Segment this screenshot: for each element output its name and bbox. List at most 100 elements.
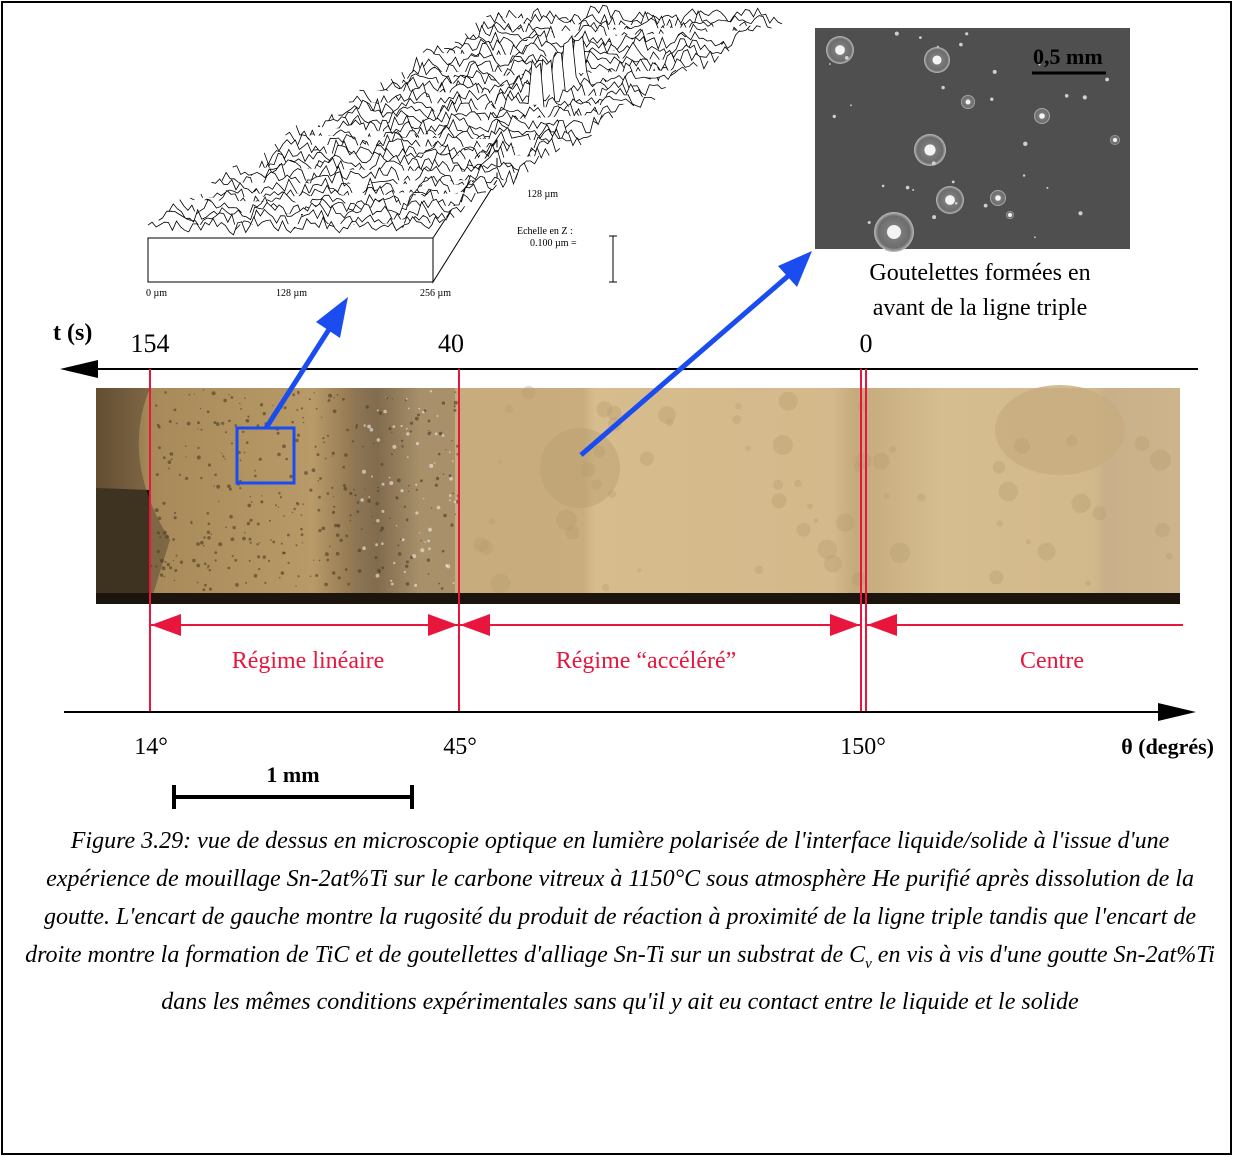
micrograph-speckle: [159, 573, 164, 577]
micrograph-speckle: [234, 558, 238, 562]
micrograph-spot: [565, 525, 580, 540]
micrograph-speckle: [337, 576, 341, 580]
micrograph-speckle: [409, 430, 412, 433]
micrograph-speckle: [267, 559, 271, 563]
micrograph-speckle: [239, 459, 242, 462]
micrograph-speckle: [324, 457, 327, 460]
micrograph-speckle: [173, 511, 177, 515]
micrograph-spot: [489, 518, 495, 525]
micrograph-speckle: [331, 571, 336, 575]
micrograph-speckle: [395, 496, 398, 498]
micrograph-speckle: [228, 419, 231, 423]
micrograph-speckle: [357, 569, 362, 573]
sem-particle: [931, 161, 936, 166]
micrograph-speckle: [207, 564, 210, 568]
micrograph-speckle: [295, 544, 298, 547]
micrograph-spot: [772, 435, 793, 455]
micrograph-speckle: [400, 424, 403, 428]
micrograph-speckle: [420, 539, 423, 542]
profile-trace-line: [253, 151, 540, 173]
micrograph-speckle: [300, 527, 303, 531]
micrograph-speckle: [261, 495, 263, 497]
micrograph-speckle: [399, 538, 402, 540]
micrograph-speckle: [185, 456, 187, 458]
micrograph-left-shadow: [96, 388, 170, 604]
micrograph-speckle: [208, 569, 211, 572]
micrograph-speckle: [221, 421, 225, 425]
micrograph-speckle: [336, 533, 340, 537]
micrograph-speckle: [423, 497, 425, 500]
micrograph-speckle: [332, 495, 335, 498]
micrograph-speckle: [301, 542, 303, 544]
micrograph-spot: [883, 493, 890, 500]
micrograph-speckle: [178, 473, 181, 476]
regime-linear-arrow-left: [151, 614, 181, 636]
micrograph-speckle: [155, 565, 158, 568]
micrograph-speckle: [280, 571, 285, 575]
micrograph-speckle: [450, 523, 454, 527]
micrograph-speckle: [272, 540, 276, 544]
micrograph-speckle: [170, 458, 173, 461]
micrograph-speckle: [257, 555, 261, 559]
micrograph-speckle: [277, 506, 280, 508]
micrograph-speckle: [426, 558, 431, 562]
micrograph-speckle: [240, 408, 243, 410]
surface-profile-inset: 0 µm 128 µm 256 µm 128 µm Echelle en Z :…: [146, 4, 783, 299]
micrograph-right-blob: [995, 385, 1125, 475]
micrograph-speckle: [326, 434, 330, 437]
micrograph-speckle: [380, 462, 384, 466]
micrograph-speckle: [415, 488, 418, 491]
micrograph-speckle: [362, 469, 366, 474]
micrograph-speckle: [392, 444, 397, 449]
micrograph-speckle: [172, 538, 176, 541]
micrograph-speckle: [268, 519, 271, 522]
sem-particle: [905, 185, 910, 190]
micrograph-speckle: [228, 487, 232, 491]
micrograph-speckle: [436, 505, 441, 510]
micrograph-speckle: [185, 445, 187, 447]
micrograph-speckle: [228, 394, 230, 396]
micrograph-speckle: [331, 455, 333, 457]
micrograph-speckle: [247, 503, 252, 508]
micrograph-speckle: [248, 537, 252, 541]
micrograph-speckle: [231, 555, 234, 558]
micrograph-speckle: [164, 391, 167, 394]
micrograph-speckle: [227, 566, 231, 570]
micrograph-speckle: [192, 558, 196, 563]
micrograph-speckle: [321, 416, 323, 418]
micrograph-speckle: [390, 579, 393, 582]
micrograph-speckle: [405, 582, 410, 586]
regime-linear-arrow-right: [428, 614, 458, 636]
micrograph-speckle: [318, 495, 321, 499]
micrograph-speckle: [186, 421, 191, 426]
micrograph-spot: [889, 445, 897, 453]
micrograph-speckle: [336, 394, 339, 396]
micrograph-speckle: [381, 509, 385, 513]
micrograph-spot: [505, 404, 514, 414]
micrograph-speckle: [445, 564, 448, 567]
micrograph-speckle: [242, 430, 245, 434]
micrograph-speckle: [379, 529, 383, 532]
micrograph-speckle: [163, 575, 166, 578]
micrograph-dissolution-ring: [540, 428, 620, 508]
arrow-to-sem-shaft: [579, 268, 797, 457]
regime-center-label: Centre: [1020, 648, 1084, 674]
micrograph-speckle: [453, 500, 456, 504]
micrograph-speckle: [161, 566, 166, 571]
profile-trace-line: [147, 215, 434, 236]
micrograph-speckle: [405, 564, 409, 568]
micrograph-speckle: [289, 474, 293, 479]
micrograph-speckle: [328, 393, 333, 398]
micrograph-speckle: [454, 513, 457, 515]
micrograph-speckle: [355, 425, 358, 428]
micrograph-speckle: [418, 407, 421, 410]
micrograph-speckle: [196, 455, 201, 460]
micrograph-spot: [591, 479, 602, 490]
micrograph-speckle: [234, 424, 238, 427]
regime-accelerated-arrow-left: [460, 614, 490, 636]
micrograph-speckle: [333, 397, 335, 399]
sem-particle: [844, 56, 849, 60]
micrograph-speckle: [321, 526, 326, 531]
micrograph-speckle: [427, 573, 430, 575]
